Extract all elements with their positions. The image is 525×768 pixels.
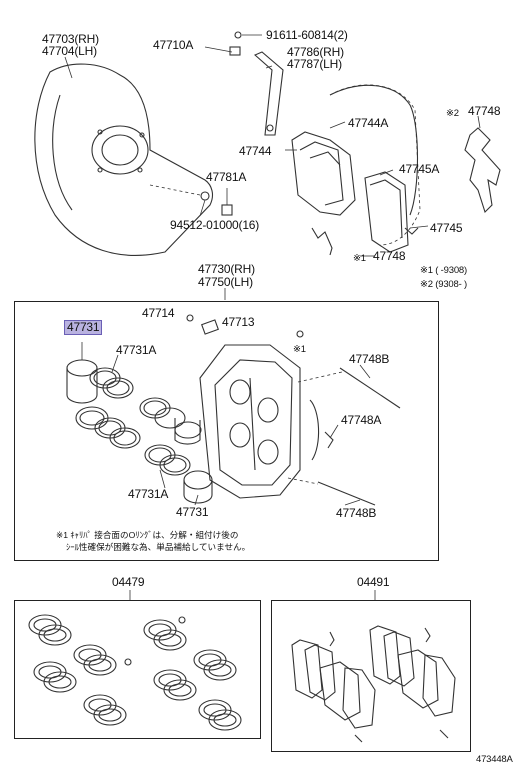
mark-label-caliper: ※1 [293,344,306,355]
caliper-body-drawing [186,314,304,499]
mark-label-47748-top: ※2 [446,108,459,119]
part-label-47748B-upper[interactable]: 47748B [349,352,390,366]
pad-kit-04491-drawing [291,625,456,743]
part-label-47745[interactable]: 47745 [430,221,463,235]
part-label-47731A-lower[interactable]: 47731A [128,487,169,501]
japanese-note-line-1: ※1 ｷｬﾘﾊﾟ 接合面のOﾘﾝｸﾞは、分解・組付け後の [56,530,239,540]
bracket-drawing [204,31,284,136]
part-label-47744A[interactable]: 47744A [348,116,389,130]
japanese-note-line-2: ｼｰﾙ性確保が困難な為、単品補給していません。 [66,542,251,552]
part-label-47731-highlighted[interactable]: 47731 [64,320,103,335]
part-label-04491[interactable]: 04491 [357,575,390,589]
note-2: ※2 (9308- ) [420,279,467,290]
diagram-id: 473448A [476,754,513,765]
pads-47744-drawing [291,131,356,216]
part-label-47748-mid[interactable]: 47748 [373,249,406,263]
note-1: ※1 ( -9308) [420,265,467,276]
part-label-47748-top[interactable]: 47748 [468,104,501,118]
part-label-47748A[interactable]: 47748A [341,413,382,427]
part-label-47731A-upper[interactable]: 47731A [116,343,157,357]
part-label-47745A[interactable]: 47745A [399,162,440,176]
pistons-seals-drawing [66,342,213,506]
bolt-47781A-drawing [149,184,233,216]
part-label-94512[interactable]: 94512-01000(16) [170,218,260,232]
part-label-47703[interactable]: 47703(RH) [42,32,99,46]
part-label-47714[interactable]: 47714 [142,306,175,320]
caliper-assembly-box [14,301,439,561]
part-label-47786[interactable]: 47786(RH) [287,45,344,59]
part-label-91611[interactable]: 91611-60814(2) [266,28,348,42]
part-label-47730[interactable]: 47730(RH) [198,262,255,276]
seal-kit-04479-drawing [28,614,242,731]
seal-kit-box [14,600,261,739]
part-label-47781A[interactable]: 47781A [206,170,247,184]
part-label-47710A[interactable]: 47710A [153,38,194,52]
mark-label-47748-mid: ※1 [353,253,366,264]
part-label-04479[interactable]: 04479 [112,575,145,589]
part-label-47748B-lower[interactable]: 47748B [336,506,377,520]
dust-shield-drawing [34,56,214,256]
part-label-47713[interactable]: 47713 [222,315,255,329]
part-label-47750[interactable]: 47750(LH) [198,275,253,289]
part-label-47787[interactable]: 47787(LH) [287,57,342,71]
pad-kit-box [271,600,471,752]
part-label-47731-lower[interactable]: 47731 [176,505,209,519]
part-label-47704[interactable]: 47704(LH) [42,44,97,58]
part-label-47744[interactable]: 47744 [239,144,272,158]
